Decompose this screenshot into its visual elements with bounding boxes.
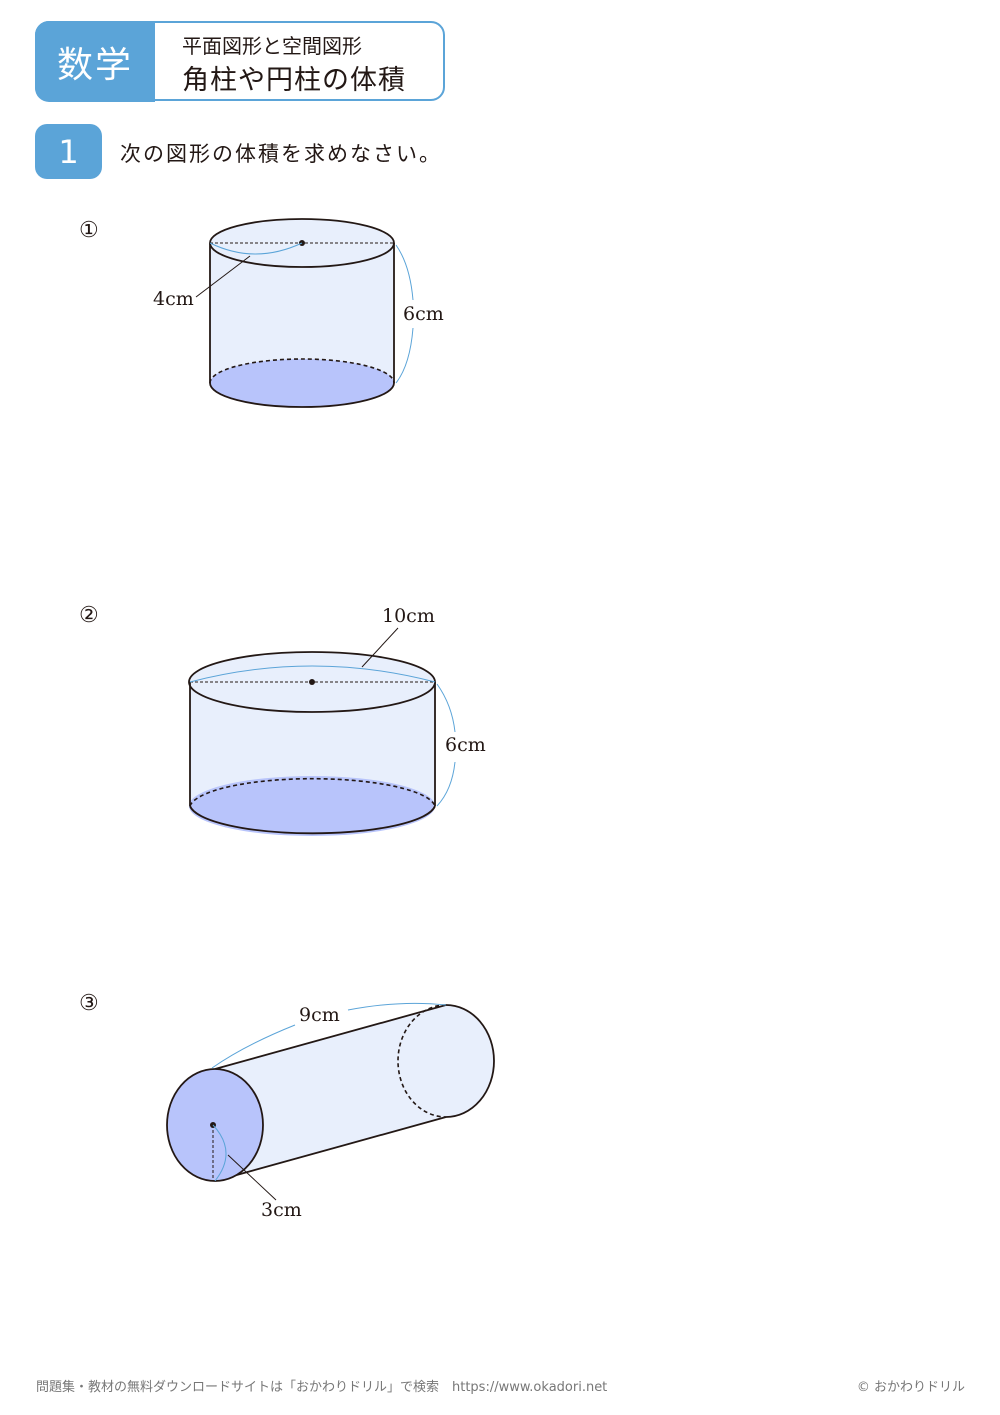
question-text: 次の図形の体積を求めなさい。 bbox=[120, 142, 442, 166]
problem-1-label: ① bbox=[79, 218, 99, 243]
radius-label-1: 4cm bbox=[153, 288, 194, 310]
problem-3-label: ③ bbox=[79, 991, 99, 1016]
footer-text: 問題集・教材の無料ダウンロードサイトは「おかわりドリル」で検索 https://… bbox=[36, 1380, 608, 1395]
worksheet-title: 角柱や円柱の体積 bbox=[182, 65, 406, 96]
question-number: 1 bbox=[35, 124, 102, 179]
height-label-1: 6cm bbox=[403, 303, 444, 325]
copyright: © おかわりドリル bbox=[856, 1380, 965, 1395]
diameter-label-2: 10cm bbox=[382, 605, 435, 627]
length-label-3: 9cm bbox=[299, 1004, 340, 1026]
cylinder-3: 9cm 3cm bbox=[166, 1002, 495, 1221]
cylinder-1: 4cm 6cm bbox=[153, 218, 444, 408]
height-label-2: 6cm bbox=[445, 734, 486, 756]
radius-label-3: 3cm bbox=[261, 1199, 302, 1221]
problem-2-label: ② bbox=[79, 603, 99, 628]
subject-badge: 数学 bbox=[35, 21, 155, 102]
category: 平面図形と空間図形 bbox=[182, 34, 362, 58]
cylinder-2: 10cm 6cm bbox=[188, 605, 486, 836]
